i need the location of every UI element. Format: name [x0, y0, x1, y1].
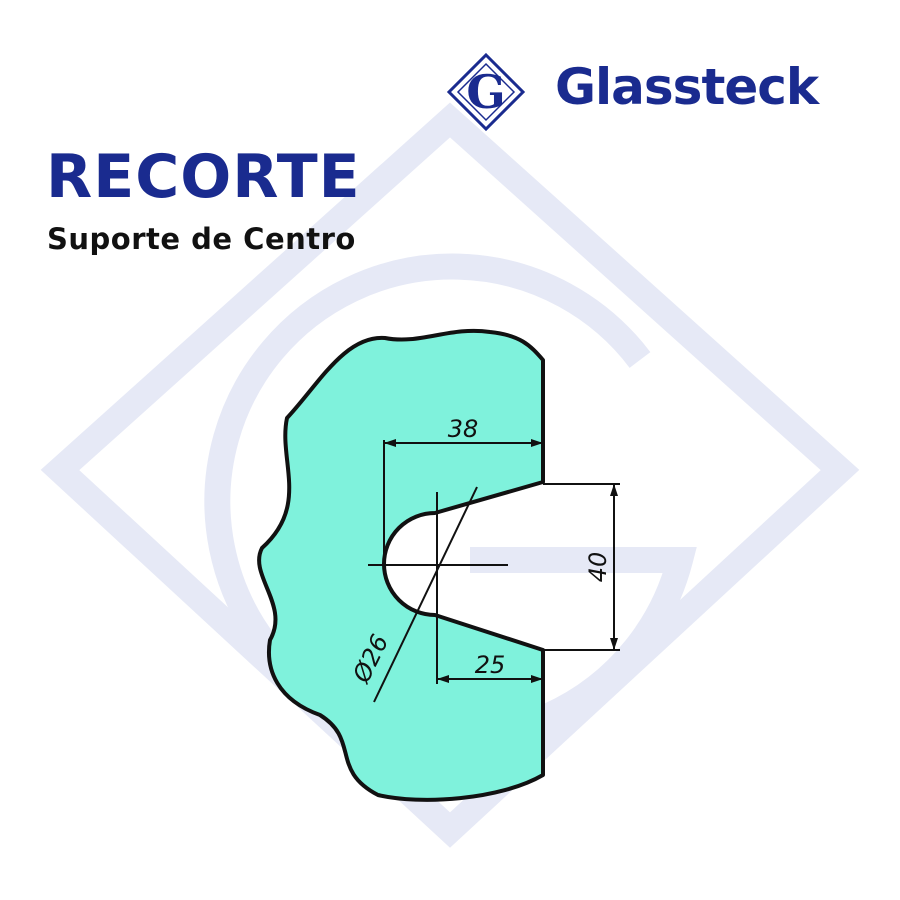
page-subtitle: Suporte de Centro	[47, 222, 356, 256]
dim-25-arrow-right	[531, 675, 543, 683]
brand-name: Glassteck	[555, 58, 819, 116]
dim-40-arrow-top	[610, 484, 618, 496]
dim-38-arrow-left	[384, 439, 396, 447]
glass-piece	[257, 328, 545, 802]
diameter-leader-line	[373, 486, 478, 703]
page-title: RECORTE	[46, 142, 361, 212]
glassteck-logo-icon: G	[446, 52, 526, 132]
dim-40-arrow-bottom	[610, 638, 618, 650]
dim-38-arrow-right	[531, 439, 543, 447]
dim-25-arrow-left	[437, 675, 449, 683]
dim-40-label: 40	[584, 552, 612, 583]
logo-letter: G	[466, 65, 505, 119]
dim-38-label: 38	[448, 415, 479, 443]
dim-25-label: 25	[475, 651, 506, 679]
